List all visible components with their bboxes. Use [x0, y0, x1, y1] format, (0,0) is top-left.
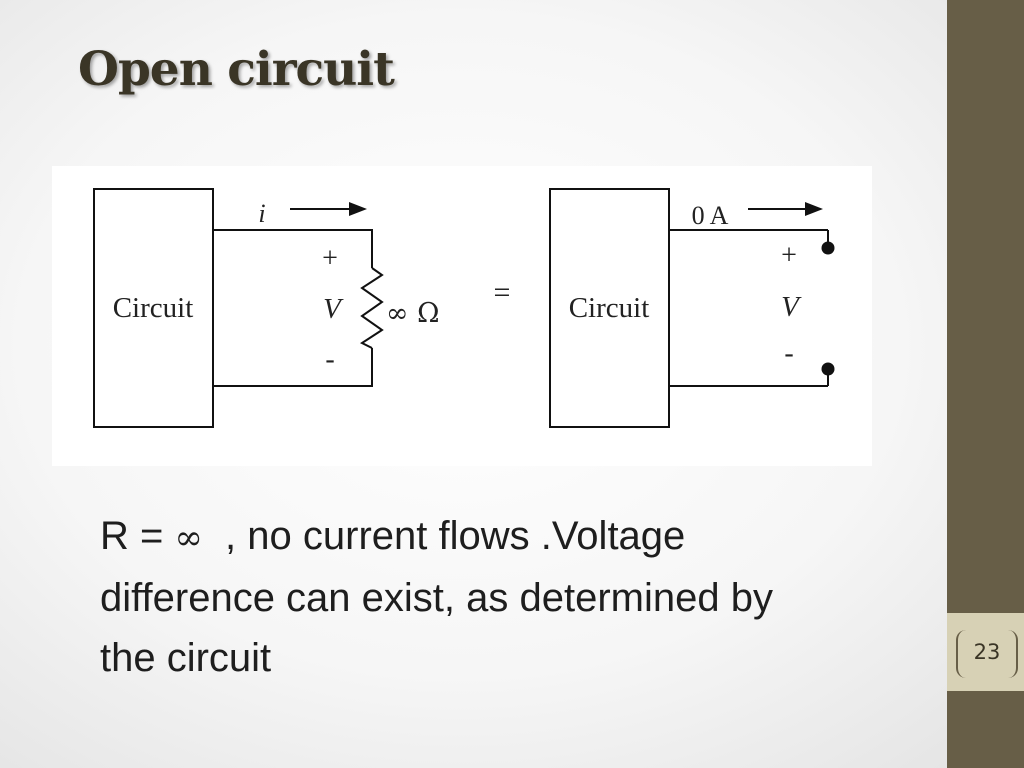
page-number: 23 [973, 640, 1001, 664]
left-circuit [93, 188, 384, 428]
body-line3: the circuit [100, 636, 272, 680]
left-voltage-label: V [323, 293, 344, 325]
right-circuit-label: Circuit [569, 292, 650, 324]
body-text: R = ∞ , no current flows .Voltage differe… [100, 506, 930, 688]
equals-sign: = [494, 276, 511, 309]
left-circuit-label: Circuit [113, 292, 194, 324]
right-circuit-box [549, 188, 670, 428]
right-top-terminal [821, 241, 835, 255]
left-circuit-box [93, 188, 214, 428]
left-plus-sign: + [322, 243, 338, 274]
resistance-label: ∞ Ω [386, 298, 439, 329]
body-line2: difference can exist, as determined by [100, 576, 773, 620]
right-voltage-label: V [781, 291, 802, 323]
right-plus-sign: + [781, 240, 797, 271]
right-current-arrow-head [805, 202, 823, 216]
left-bottom-wire [213, 348, 373, 387]
left-minus-sign: - [325, 344, 334, 375]
circuit-diagram: Circuit i + V - ∞ Ω = Circuit 0 A + V - [52, 166, 872, 466]
body-line1-prefix: R = [100, 514, 175, 558]
resistor-zigzag [359, 267, 384, 349]
page-number-box [947, 613, 1024, 691]
left-current-arrow-head [349, 202, 367, 216]
left-top-wire [213, 229, 373, 268]
right-bottom-terminal [821, 362, 835, 376]
infinity-symbol: ∞ [174, 518, 203, 558]
right-current-label: 0 A [692, 201, 729, 230]
page-number-frame [956, 630, 1018, 678]
slide-title: Open circuit [78, 42, 395, 97]
right-minus-sign: - [784, 338, 793, 369]
body-line1-suffix: , no current flows .Voltage [202, 514, 686, 558]
left-current-label: i [258, 199, 265, 228]
